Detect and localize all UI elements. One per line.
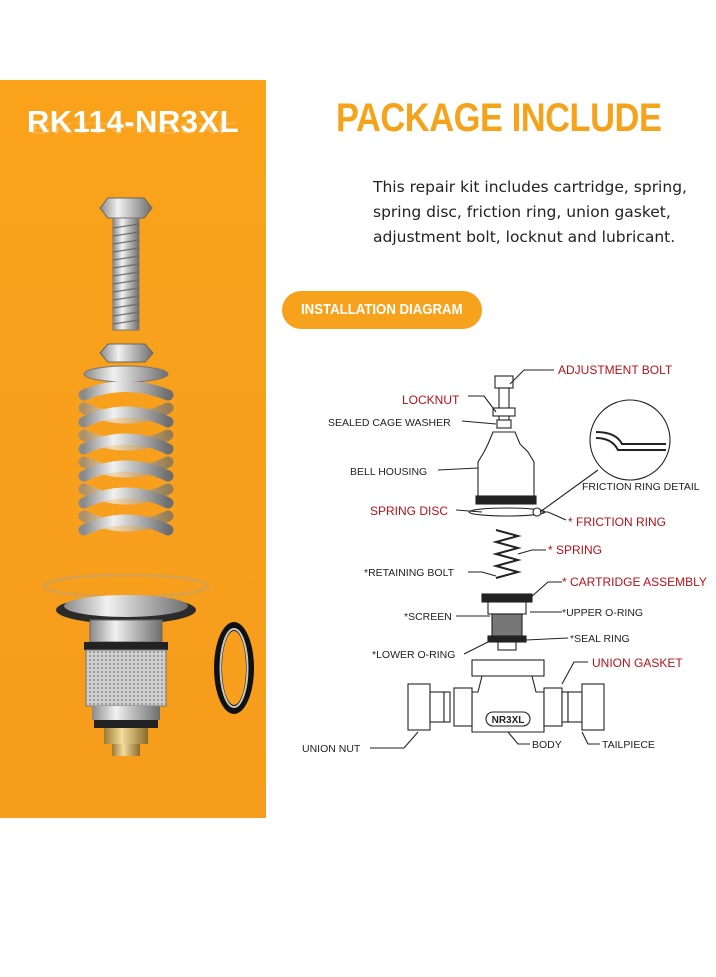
diagram-tailpiece (561, 683, 605, 731)
friction-ring-photo (42, 573, 210, 599)
diagram-washer (496, 419, 512, 429)
installation-diagram: NR3XL ADJUSTMENT BOLT LOCKNUT SEALED CAG… (302, 363, 707, 755)
spring-photo (78, 381, 174, 536)
diagram-detail-circle (589, 399, 671, 481)
diagram-locknut (492, 407, 516, 417)
kit-description: This repair kit includes cartridge, spri… (373, 178, 687, 246)
label-spring: * SPRING (548, 543, 602, 557)
diagram-valve-body (453, 659, 563, 733)
label-friction-ring-detail: FRICTION RING DETAIL (582, 481, 700, 493)
label-upper-o-ring: *UPPER O-RING (562, 607, 643, 619)
diagram-body-stamp: NR3XL (492, 715, 525, 726)
label-spring-disc: SPRING DISC (370, 504, 448, 518)
diagram-spring (492, 529, 522, 579)
label-body: BODY (532, 739, 562, 751)
label-sealed-cage-washer: SEALED CAGE WASHER (328, 417, 451, 429)
label-tailpiece: TAILPIECE (602, 739, 655, 751)
product-illustration (42, 197, 254, 756)
page-title: PACKAGE INCLUDE (336, 96, 662, 140)
label-union-gasket: UNION GASKET (592, 656, 683, 670)
cartridge-photo (56, 595, 196, 756)
diagram-bell-housing (477, 431, 535, 497)
label-retaining-bolt: *RETAINING BOLT (364, 567, 455, 579)
label-lower-o-ring: *LOWER O-RING (372, 649, 455, 661)
locknut-photo (99, 343, 154, 363)
adjustment-bolt-photo (99, 197, 153, 331)
spring-disc-photo (83, 365, 169, 383)
label-seal-ring: *SEAL RING (570, 633, 630, 645)
union-gasket-photo (214, 622, 254, 714)
diagram-bolt-head (494, 375, 514, 389)
installation-diagram-badge-label: INSTALLATION DIAGRAM (301, 301, 463, 318)
label-screen: *SCREEN (404, 611, 452, 623)
diagram-friction-ring (532, 507, 542, 517)
diagram-cartridge (481, 593, 533, 651)
label-adjustment-bolt: ADJUSTMENT BOLT (558, 363, 673, 377)
model-number-reflection: RK114-NR3XL (29, 118, 237, 138)
label-friction-ring: * FRICTION RING (568, 515, 666, 529)
model-number: RK114-NR3XL (26, 104, 240, 139)
label-bell-housing: BELL HOUSING (350, 466, 427, 478)
label-locknut: LOCKNUT (402, 393, 460, 407)
installation-diagram-badge: INSTALLATION DIAGRAM (282, 291, 482, 329)
label-cartridge-assembly: * CARTRIDGE ASSEMBLY (562, 575, 707, 589)
diagram-union-nut (407, 683, 451, 731)
label-union-nut: UNION NUT (302, 743, 361, 755)
